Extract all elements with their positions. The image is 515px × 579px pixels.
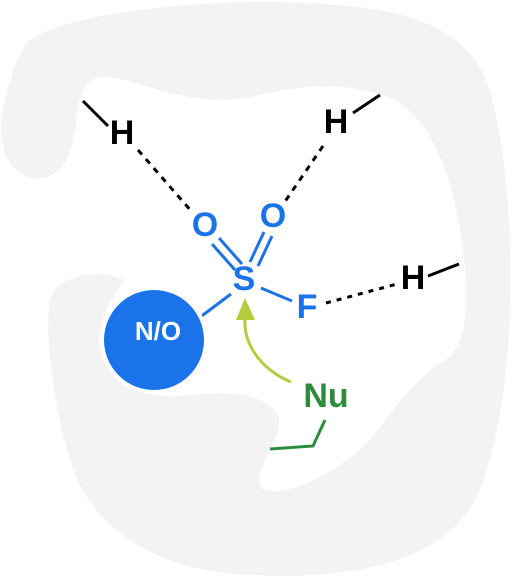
double-bond-s-o-right-b: [256, 235, 274, 267]
attack-arrow: [243, 317, 292, 384]
atom-nucleophile: Nu: [303, 377, 348, 415]
double-bond-s-o-left-b: [217, 237, 244, 265]
atom-hydrogen-top-right: H: [324, 103, 349, 141]
bond-s-f: [260, 286, 293, 303]
hydrogen-bond-right: [325, 282, 398, 305]
hydrogen-left-stub: [81, 99, 110, 128]
atom-hydrogen-right: H: [401, 259, 426, 297]
nucleophile-tether: [269, 419, 327, 451]
substituent-label: N/O: [135, 316, 181, 346]
hydrogen-top-right-stub: [352, 93, 381, 115]
atom-hydrogen-left: H: [110, 114, 135, 152]
atom-fluorine: F: [297, 288, 318, 326]
hydrogen-bond-left: [136, 149, 194, 213]
atom-sulfur: S: [233, 260, 256, 298]
hydrogen-right-stub: [427, 262, 460, 278]
bond-s-substituent: [198, 292, 232, 320]
atom-oxygen-left: O: [192, 206, 218, 244]
double-bond-s-o-left-a: [210, 243, 237, 271]
attack-arrow-head: [236, 298, 255, 320]
double-bond-s-o-right-a: [248, 231, 266, 263]
atom-oxygen-right: O: [260, 197, 286, 235]
hydrogen-bond-top-right: [282, 145, 325, 204]
substituent-badge-fill: [104, 290, 204, 390]
